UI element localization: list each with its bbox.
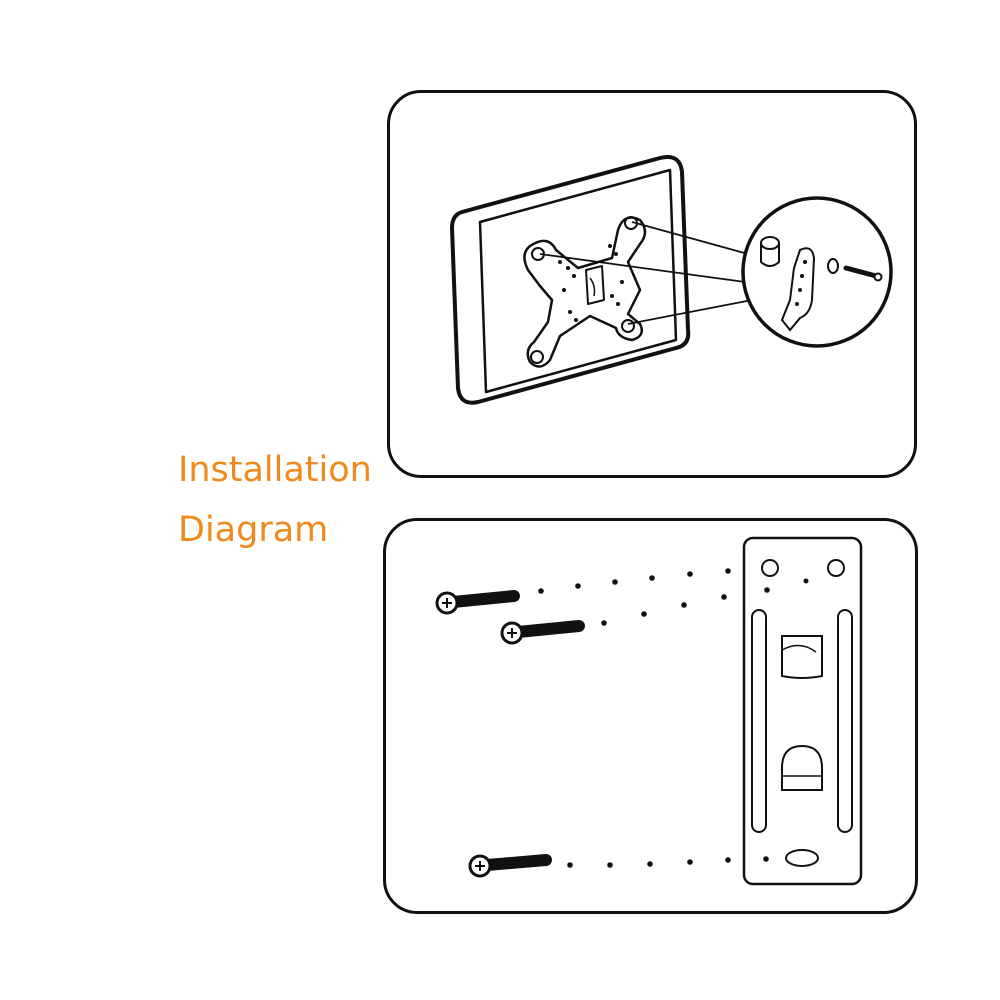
plate-oval-hole	[785, 849, 819, 867]
screw-icon	[435, 590, 520, 615]
spacer-icon	[760, 236, 780, 267]
caption-line-1: Installation	[178, 450, 372, 490]
plate-hole	[761, 559, 779, 577]
screw-icon	[468, 854, 552, 878]
bracket-arm	[780, 247, 816, 332]
bracket-small-holes	[558, 244, 624, 322]
wall-plate	[742, 536, 863, 886]
zoom-detail	[741, 196, 893, 348]
dotted-guide-lines	[538, 568, 770, 868]
plate-slot	[837, 609, 853, 833]
plate-slot	[751, 609, 767, 833]
caption-line-2: Diagram	[178, 510, 329, 550]
bracket-hole	[530, 350, 544, 364]
bracket-center-slot	[585, 265, 605, 305]
screw-icon	[500, 620, 585, 645]
plate-hole	[827, 559, 845, 577]
plate-cutout	[781, 744, 823, 791]
bracket-hole	[621, 319, 635, 333]
washer-icon	[827, 258, 839, 274]
monitor-illustration	[450, 155, 753, 405]
small-screw-icon	[843, 265, 883, 282]
installation-diagram-caption: Installation Diagram	[178, 440, 372, 560]
plate-cutout	[781, 635, 823, 679]
